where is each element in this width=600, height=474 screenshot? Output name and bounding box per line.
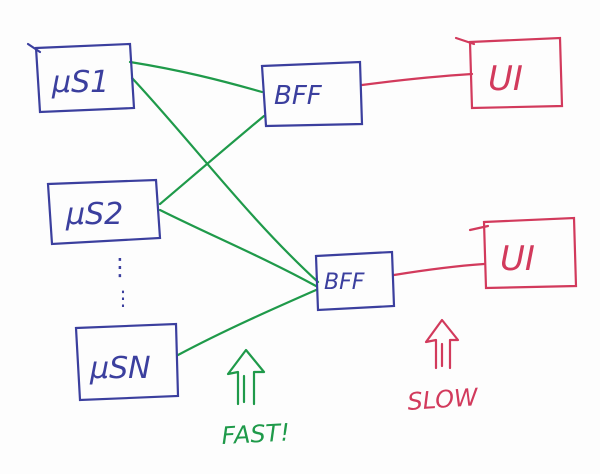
link-msn-bff2 xyxy=(176,288,318,357)
bff1-label: BFF xyxy=(274,81,323,111)
bff2-node: BFF xyxy=(314,250,396,312)
msn-node: μSN xyxy=(74,322,180,402)
ui2-node: UI xyxy=(468,216,578,290)
ms1-label: μS1 xyxy=(51,65,109,100)
ui2-box-corner xyxy=(468,224,490,232)
ellipsis-dots: ⋮ xyxy=(108,253,132,281)
fast-label: FAST! xyxy=(221,418,291,450)
slow-arrow-icon xyxy=(424,318,460,370)
link-bff2-ui2 xyxy=(392,262,486,277)
ms2-label: μS2 xyxy=(65,197,123,232)
ui1-box-corner xyxy=(454,36,476,46)
ms2-node: μS2 xyxy=(46,178,162,246)
msn-label: μSN xyxy=(89,351,151,386)
link-ms2-bff1 xyxy=(158,114,266,206)
msn-box xyxy=(74,322,180,402)
link-bff1-ui1 xyxy=(360,72,474,87)
ms1-box-extra-stroke xyxy=(26,42,42,54)
bff1-node: BFF xyxy=(260,60,364,128)
slow-label: SLOW xyxy=(406,383,480,416)
bff1-box xyxy=(260,60,364,128)
ui2-box xyxy=(482,216,578,290)
ui1-label: UI xyxy=(488,59,523,99)
ms1-box xyxy=(34,42,136,114)
ui2-label: UI xyxy=(500,239,535,279)
ui1-box xyxy=(468,36,564,110)
ms2-box xyxy=(46,178,162,246)
ellipsis-dots-2: ⋮ xyxy=(113,286,133,310)
bff2-box xyxy=(314,250,396,312)
link-ms1-bff1 xyxy=(128,60,264,94)
slow-connections xyxy=(360,72,486,277)
ui1-node: UI xyxy=(454,36,564,110)
fast-connections xyxy=(128,60,320,357)
fast-arrow-icon xyxy=(226,348,266,406)
link-ms1-bff2 xyxy=(130,76,320,284)
fast-annotation: FAST! xyxy=(221,348,291,450)
ms1-node: μS1 xyxy=(26,42,136,114)
slow-annotation: SLOW xyxy=(406,318,480,416)
bff2-label: BFF xyxy=(324,270,365,295)
link-ms2-bff2 xyxy=(158,208,318,288)
